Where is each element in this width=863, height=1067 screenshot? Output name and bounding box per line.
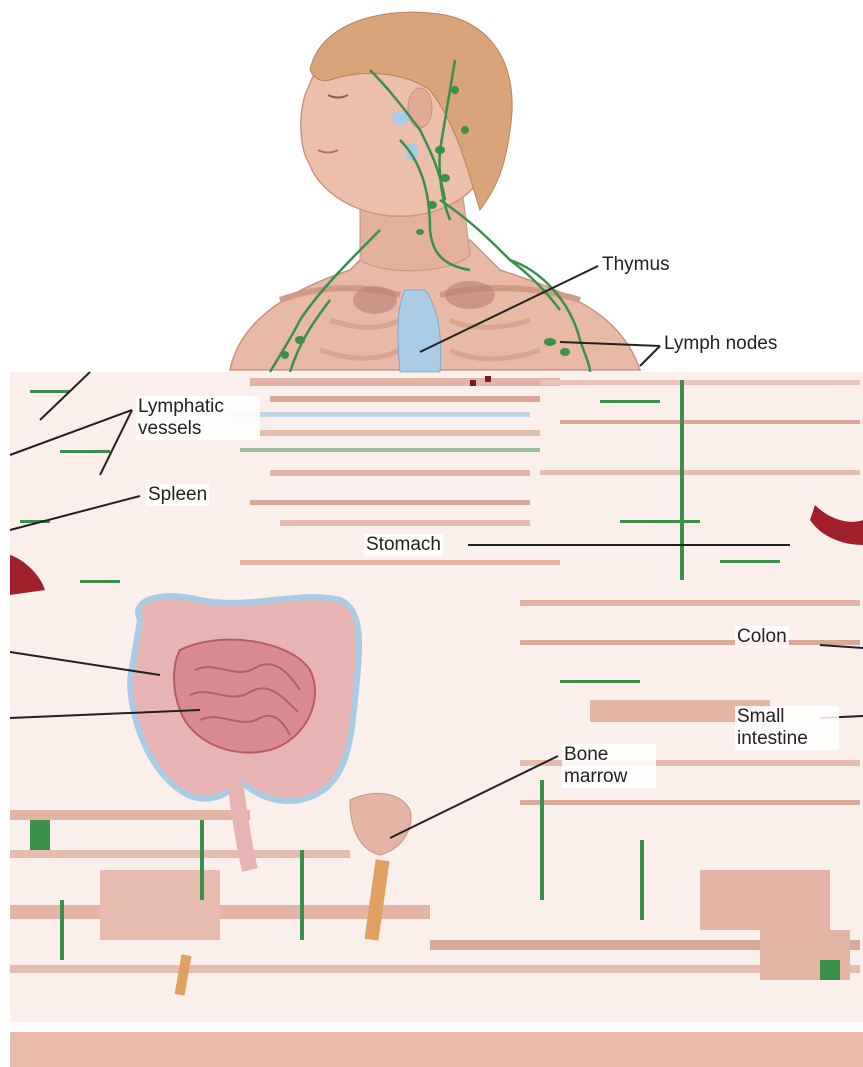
lung-right [445,281,495,309]
upper-body [230,12,640,372]
lung-left [353,286,397,314]
label-lymphatic-vessels: Lymphatic vessels [136,396,260,440]
ear-shape [408,88,432,128]
label-thymus: Thymus [600,254,672,276]
label-spleen: Spleen [146,484,209,506]
label-small-intestine: Small intestine [735,706,839,750]
label-bone-marrow: Bone marrow [562,744,656,788]
label-colon: Colon [735,626,789,648]
leader-lymph-nodes-2 [640,346,660,366]
label-stomach: Stomach [364,534,443,556]
label-lymph-nodes: Lymph nodes [662,333,779,355]
bottom-skin-band [10,1032,863,1067]
neck-gland-2 [406,143,418,161]
